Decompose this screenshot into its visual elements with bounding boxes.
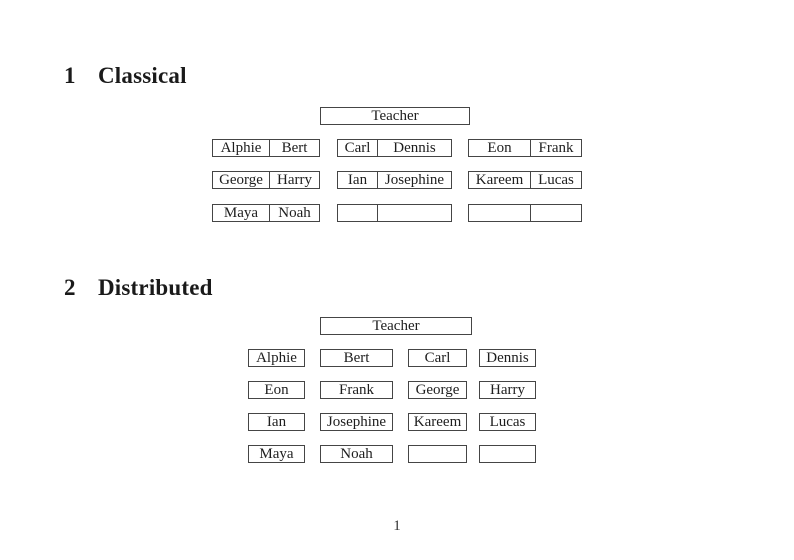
desk: Kareem <box>408 413 467 431</box>
desk-cell: Carl <box>338 140 378 156</box>
desk-cell: Lucas <box>489 414 526 430</box>
desk-cell: Josephine <box>384 172 445 188</box>
desk-cell: Lucas <box>538 172 574 188</box>
desk: Ian <box>248 413 305 431</box>
teacher-box: Teacher <box>320 317 472 335</box>
desk: Carl Dennis <box>337 139 452 157</box>
desk: George <box>408 381 467 399</box>
desk-cell: Maya <box>259 446 294 462</box>
section-heading-distributed: 2 Distributed <box>64 276 213 299</box>
desk <box>337 204 452 222</box>
desk-cell: Ian <box>266 414 287 430</box>
desk: Eon <box>248 381 305 399</box>
desk <box>408 445 467 463</box>
desk-cell: Eon <box>264 382 289 398</box>
desk-cell: Eon <box>469 140 531 156</box>
desk: Maya Noah <box>212 204 320 222</box>
desk-cell: Frank <box>339 382 374 398</box>
teacher-box: Teacher <box>320 107 470 125</box>
desk: Harry <box>479 381 536 399</box>
section-title: Distributed <box>98 275 213 300</box>
desk-cell: Dennis <box>393 140 436 156</box>
desk: Carl <box>408 349 467 367</box>
desk: Maya <box>248 445 305 463</box>
desk-cell: Dennis <box>486 350 529 366</box>
desk-cell <box>480 446 535 462</box>
desk: Ian Josephine <box>337 171 452 189</box>
desk <box>479 445 536 463</box>
desk: Josephine <box>320 413 393 431</box>
desk-cell <box>469 205 531 221</box>
desk-cell: George <box>415 382 460 398</box>
desk-cell: Bert <box>281 140 308 156</box>
desk <box>468 204 582 222</box>
page-number: 1 <box>393 518 401 534</box>
desk: Dennis <box>479 349 536 367</box>
desk: Lucas <box>479 413 536 431</box>
desk-cell: Ian <box>338 172 378 188</box>
desk-cell: Alphie <box>256 350 297 366</box>
section-title: Classical <box>98 63 187 88</box>
desk-cell: Kareem <box>469 172 531 188</box>
desk-cell: Maya <box>213 205 270 221</box>
desk-cell: Kareem <box>413 414 462 430</box>
desk-cell: Bert <box>343 350 370 366</box>
desk-cell: Carl <box>424 350 451 366</box>
desk-cell <box>338 205 378 221</box>
section-heading-classical: 1 Classical <box>64 64 187 87</box>
desk-cell: Alphie <box>213 140 270 156</box>
desk: Bert <box>320 349 393 367</box>
desk-cell: George <box>213 172 270 188</box>
teacher-label: Teacher <box>372 318 420 334</box>
section-number: 2 <box>64 275 76 300</box>
desk-cell <box>378 205 451 221</box>
desk-cell: Josephine <box>326 414 387 430</box>
section-number: 1 <box>64 63 76 88</box>
desk-cell: Noah <box>340 446 373 462</box>
desk: Eon Frank <box>468 139 582 157</box>
desk: George Harry <box>212 171 320 189</box>
desk: Noah <box>320 445 393 463</box>
desk-cell <box>531 205 581 221</box>
desk-cell <box>409 446 466 462</box>
desk-cell: Frank <box>538 140 574 156</box>
desk-cell: Harry <box>490 382 525 398</box>
desk: Alphie Bert <box>212 139 320 157</box>
desk: Frank <box>320 381 393 399</box>
teacher-label: Teacher <box>371 108 419 124</box>
desk: Kareem Lucas <box>468 171 582 189</box>
desk-cell: Harry <box>277 172 312 188</box>
desk-cell: Noah <box>278 205 311 221</box>
desk: Alphie <box>248 349 305 367</box>
